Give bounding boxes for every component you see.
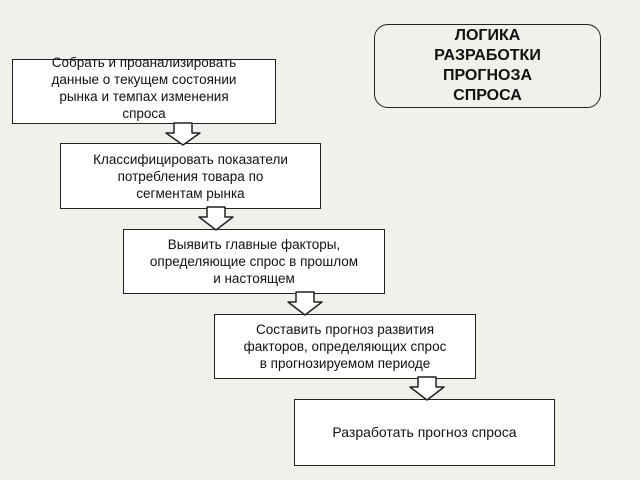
- down-arrow-icon: [165, 122, 201, 146]
- title-line: ПРОГНОЗА: [442, 67, 533, 84]
- step-1-box: Собрать и проанализировать данные о теку…: [12, 55, 276, 124]
- step-text-line: сегментам рынка: [136, 185, 245, 201]
- title-line: СПРОСА: [453, 87, 522, 104]
- step-text-line: Классифицировать показатели: [93, 151, 288, 167]
- step-5-box: Разработать прогноз спроса: [294, 399, 555, 466]
- step-3-box: Выявить главные факторы, определяющие сп…: [123, 229, 385, 294]
- step-text-line: спроса: [122, 106, 166, 121]
- step-text-line: в прогнозируемом периоде: [259, 356, 431, 371]
- title-line: РАЗРАБОТКИ: [434, 47, 541, 64]
- step-text-line: потребления товара по: [117, 168, 264, 184]
- step-4-box: Составить прогноз развития факторов, опр…: [214, 314, 476, 379]
- step-text-line: рынка и темпах изменения: [59, 89, 229, 104]
- diagram-title: ЛОГИКА РАЗРАБОТКИ ПРОГНОЗА СПРОСА: [374, 24, 601, 108]
- step-text-line: Разработать прогноз спроса: [332, 424, 517, 440]
- step-text-line: Собрать и проанализировать: [51, 55, 237, 70]
- step-text-line: Выявить главные факторы,: [167, 237, 341, 252]
- down-arrow-icon: [409, 376, 445, 401]
- step-text-line: определяющие спрос в прошлом: [149, 254, 359, 269]
- step-text-line: Составить прогноз развития: [255, 322, 434, 337]
- title-line: ЛОГИКА: [454, 27, 521, 44]
- step-text-line: и настоящем: [213, 271, 295, 286]
- step-text-line: данные о текущем состоянии: [51, 72, 237, 87]
- down-arrow-icon: [287, 291, 323, 316]
- step-text-line: факторов, определяющих спрос: [243, 339, 447, 354]
- down-arrow-icon: [198, 206, 234, 231]
- step-2-box: Классифицировать показатели потребления …: [60, 143, 321, 209]
